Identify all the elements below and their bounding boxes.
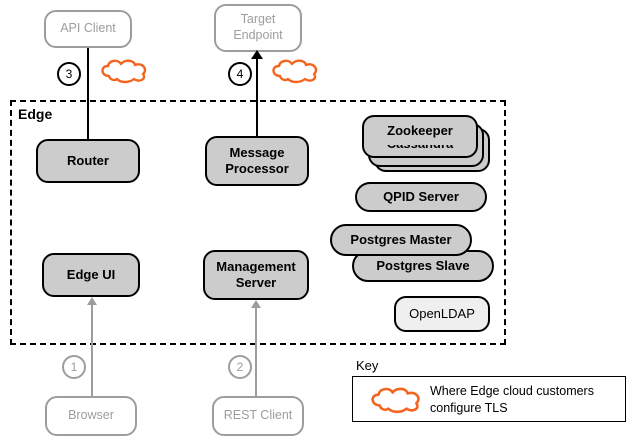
- node-openldap[interactable]: OpenLDAP: [394, 296, 490, 332]
- node-postgres-master[interactable]: Postgres Master: [330, 224, 472, 256]
- flow-2-arrowhead: [251, 300, 261, 308]
- flow-badge-4[interactable]: 4: [228, 62, 252, 86]
- node-zookeeper-label: Zookeeper: [387, 122, 453, 138]
- node-browser-label: Browser: [68, 408, 114, 423]
- flow-badge-2-label: 2: [236, 360, 244, 374]
- node-rest-client-label: REST Client: [223, 408, 293, 423]
- flow-3-shaft: [87, 48, 89, 141]
- node-management-server[interactable]: Management Server: [203, 250, 309, 300]
- node-management-server-label-line1: Management: [216, 258, 296, 274]
- node-openldap-label: OpenLDAP: [409, 305, 475, 321]
- flow-2-shaft: [255, 308, 257, 398]
- key-entry-line1: Where Edge cloud customers: [430, 384, 594, 398]
- node-edge-ui[interactable]: Edge UI: [42, 253, 140, 297]
- node-api-client[interactable]: API Client: [44, 10, 132, 48]
- flow-badge-3[interactable]: 3: [57, 62, 81, 86]
- node-target-endpoint[interactable]: Target Endpoint: [214, 4, 302, 52]
- node-message-processor-label-line2: Processor: [225, 161, 289, 176]
- flow-badge-4-label: 4: [236, 67, 244, 81]
- node-edge-ui-label: Edge UI: [66, 266, 116, 282]
- node-message-processor[interactable]: Message Processor: [205, 136, 309, 186]
- edge-container-label: Edge: [18, 106, 53, 122]
- flow-badge-3-label: 3: [65, 67, 73, 81]
- flow-1-shaft: [91, 305, 93, 398]
- key-entry-text: Where Edge cloud customers configure TLS: [430, 383, 622, 417]
- cloud-icon-flow-4: [272, 59, 318, 84]
- node-target-endpoint-label-line1: Target: [240, 12, 276, 27]
- node-qpid-server-label: QPID Server: [383, 188, 459, 204]
- node-rest-client[interactable]: REST Client: [212, 396, 304, 436]
- node-api-client-label: API Client: [60, 21, 116, 36]
- node-browser[interactable]: Browser: [45, 396, 137, 436]
- cloud-icon-key: [371, 387, 420, 414]
- node-postgres-master-label: Postgres Master: [350, 231, 452, 247]
- cloud-icon-flow-3: [101, 59, 147, 84]
- node-router[interactable]: Router: [36, 139, 140, 183]
- flow-1-arrowhead: [87, 297, 97, 305]
- node-zookeeper[interactable]: Zookeeper: [362, 115, 478, 145]
- key-title: Key: [356, 358, 379, 373]
- node-router-label: Router: [67, 152, 109, 168]
- edge-container: [10, 100, 506, 345]
- flow-4-arrowhead: [251, 50, 263, 59]
- node-target-endpoint-label-line2: Endpoint: [233, 28, 283, 42]
- flow-badge-1[interactable]: 1: [62, 355, 86, 379]
- node-message-processor-label-line1: Message: [229, 144, 285, 160]
- node-management-server-label-line2: Server: [235, 275, 277, 290]
- node-qpid-server[interactable]: QPID Server: [355, 182, 487, 212]
- flow-badge-2[interactable]: 2: [228, 355, 252, 379]
- node-postgres-slave-label: Postgres Slave: [376, 257, 470, 273]
- key-entry-line2: configure TLS: [430, 400, 508, 415]
- flow-badge-1-label: 1: [70, 360, 78, 374]
